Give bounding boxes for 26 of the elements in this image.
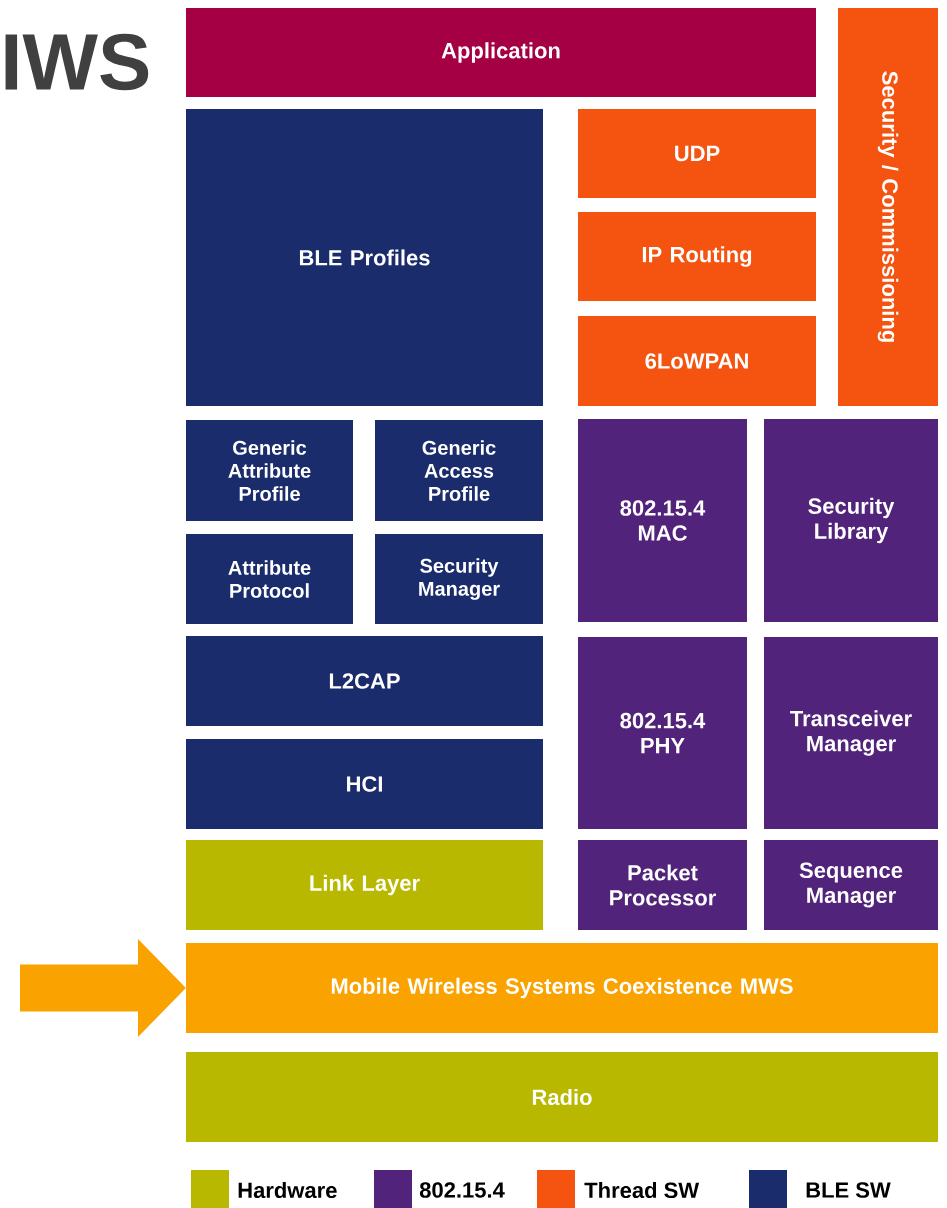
stack-block: Mobile Wireless Systems Coexistence MWS: [186, 943, 938, 1033]
stack-block: Transceiver Manager: [764, 637, 938, 829]
stack-block: BLE Profiles: [186, 109, 543, 406]
stack-block: Attribute Protocol: [186, 534, 353, 624]
stack-block: L2CAP: [186, 636, 543, 726]
stack-block: IP Routing: [578, 212, 816, 301]
stack-block: HCI: [186, 739, 543, 829]
stack-block: Generic Access Profile: [375, 420, 543, 521]
legend-label: BLE SW: [806, 1182, 891, 1198]
stack-block: Packet Processor: [578, 840, 747, 930]
stack-block: Radio: [186, 1052, 938, 1142]
stack-block: Sequence Manager: [764, 840, 938, 930]
legend-label: 802.15.4: [419, 1182, 505, 1198]
legend-label: Thread SW: [584, 1181, 700, 1199]
title: IWS: [5, 33, 149, 91]
stack-block: Link Layer: [186, 840, 543, 930]
stack-block: 6LoWPAN: [578, 316, 816, 406]
stack-block: Security / Commissioning: [838, 8, 938, 406]
stack-block: Generic Attribute Profile: [186, 420, 353, 521]
stack-block: Security Manager: [375, 534, 543, 624]
legend-label: Hardware: [238, 1181, 337, 1199]
stack-block: Application: [186, 8, 816, 97]
stack-block: UDP: [578, 109, 816, 198]
stack-block: 802.15.4 PHY: [578, 637, 747, 829]
stack-block: 802.15.4 MAC: [578, 419, 747, 622]
stack-block: Security Library: [764, 419, 938, 622]
